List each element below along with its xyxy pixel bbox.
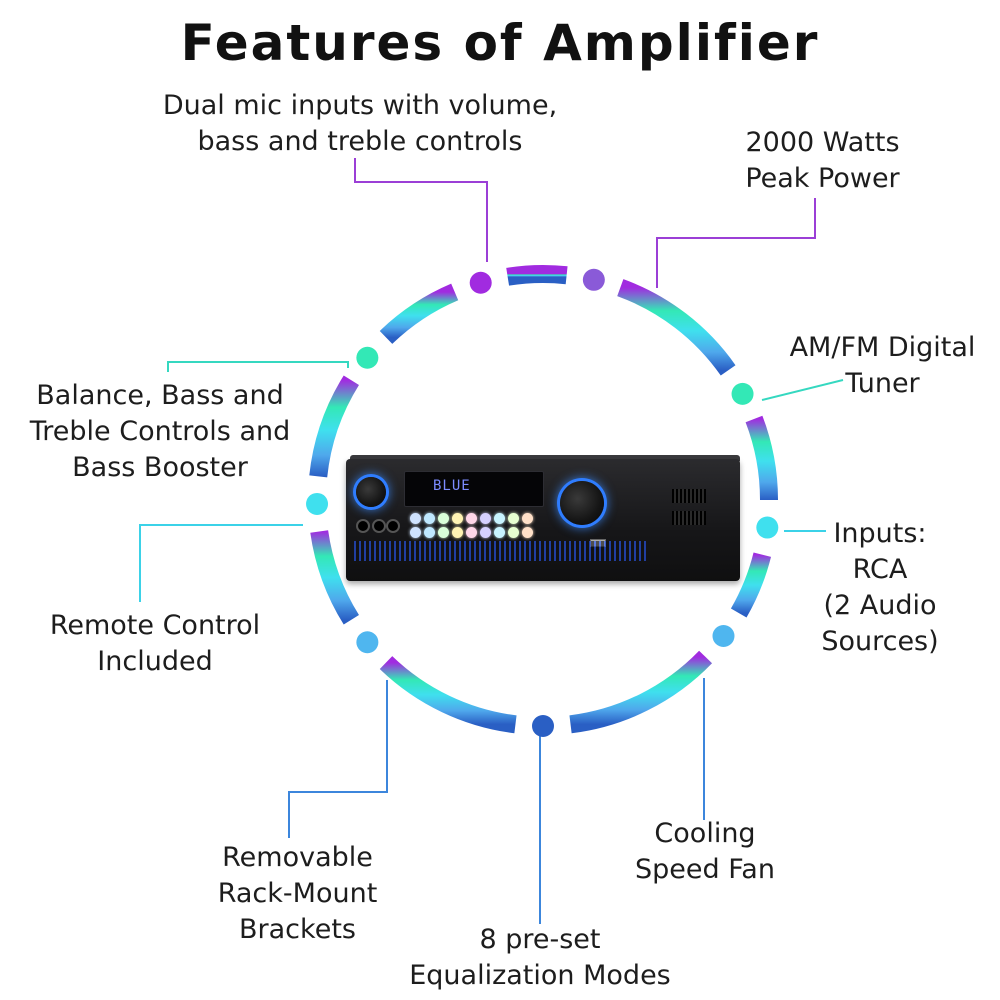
master-volume-knob-icon [560, 481, 604, 525]
feature-label-balance: Balance, Bass and Treble Controls and Ba… [29, 380, 291, 483]
ring-segment [379, 283, 459, 345]
ring-segment [310, 530, 360, 625]
vent-icon [672, 489, 706, 503]
eq-button [522, 527, 533, 538]
connector-balance [167, 361, 349, 372]
vent-icon [672, 511, 706, 525]
connector-rack [288, 680, 388, 838]
feature-label-remote: Remote Control Included [49, 610, 261, 677]
eq-button [424, 527, 435, 538]
ring-segment [745, 415, 778, 501]
eq-button [410, 527, 421, 538]
amplifier-top-panel [350, 455, 740, 461]
eq-button [494, 513, 505, 524]
eq-button [480, 527, 491, 538]
ring-segment [569, 650, 713, 734]
node-remote [306, 492, 329, 515]
eq-button [410, 513, 421, 524]
node-balance [356, 346, 379, 369]
eq-button [438, 527, 449, 538]
node-fan [712, 625, 735, 648]
amplifier-display: BLUE [404, 471, 544, 507]
mic-jack-icon [356, 519, 370, 533]
eq-button [452, 513, 463, 524]
feature-label-fan: Cooling Speed Fan [635, 818, 775, 885]
node-eq [532, 715, 554, 737]
ring-nodes [306, 268, 779, 737]
mic-jack-icon [386, 519, 400, 533]
ring-segment [379, 656, 517, 734]
amplifier-front-panel: BLUE [346, 459, 740, 581]
connector-power [656, 198, 816, 288]
feature-label-mic: Dual mic inputs with volume, bass and tr… [162, 90, 558, 157]
eq-button [508, 513, 519, 524]
feature-label-eq: 8 pre-set Equalization Modes [409, 924, 671, 991]
eq-button [424, 513, 435, 524]
ring-segment [730, 552, 772, 618]
connector-remote [139, 524, 303, 602]
eq-button [480, 513, 491, 524]
node-rack [356, 631, 379, 654]
connector-tuner [761, 379, 844, 401]
page-title: Features of Amplifier [180, 14, 820, 72]
ring-segment [309, 375, 360, 478]
eq-button [494, 527, 505, 538]
node-tuner [731, 382, 754, 405]
eq-button [522, 513, 533, 524]
connector-lines [139, 158, 844, 924]
feature-label-inputs: Inputs: RCA (2 Audio Sources) [821, 518, 939, 657]
ring-segments [309, 265, 778, 734]
eq-button [452, 527, 463, 538]
eq-button [508, 527, 519, 538]
eq-button [438, 513, 449, 524]
ring-segment [617, 279, 736, 376]
node-mic [469, 271, 492, 294]
connector-mic [354, 158, 488, 262]
eq-button-grid [410, 513, 533, 538]
led-strip [354, 541, 646, 561]
node-inputs [756, 516, 779, 539]
feature-label-power: 2000 Watts Peak Power [745, 127, 900, 194]
feature-label-rack: Removable Rack-Mount Brackets [217, 842, 378, 945]
eq-button [466, 527, 477, 538]
mic-volume-knob-icon [356, 477, 386, 507]
feature-label-tuner: AM/FM Digital Tuner [789, 332, 976, 399]
amplifier-image: BLUE [346, 455, 740, 581]
mic-jack-icon [372, 519, 386, 533]
ring-segment [506, 265, 568, 286]
node-power [582, 268, 605, 291]
eq-button [466, 513, 477, 524]
